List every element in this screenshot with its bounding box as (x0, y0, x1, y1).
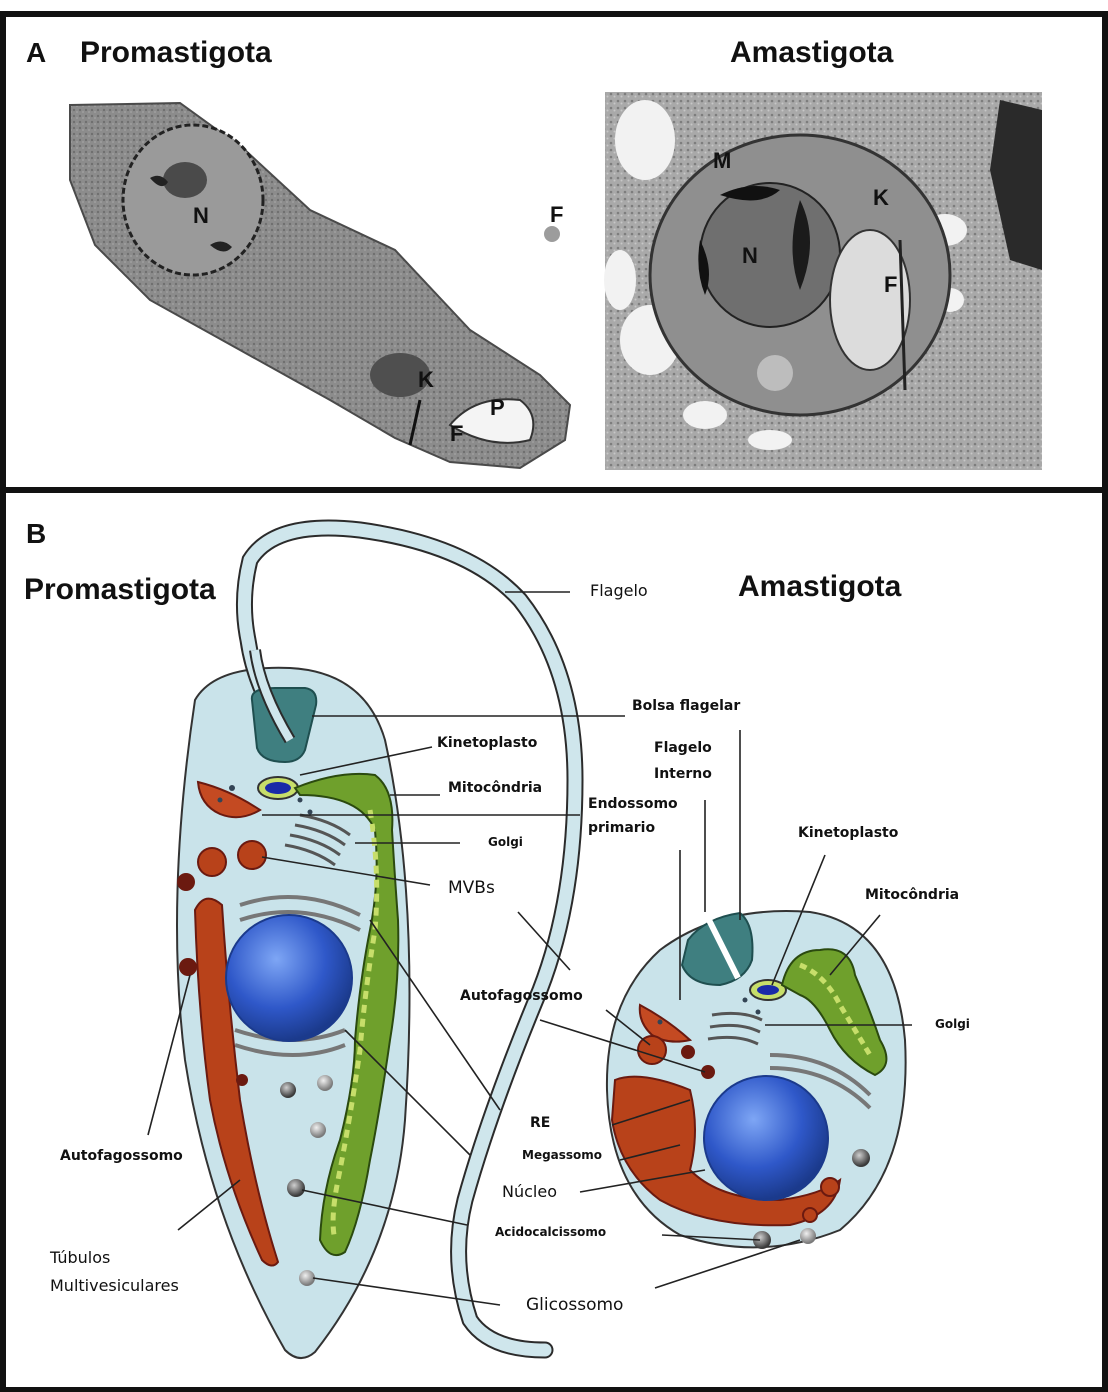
label-megassomo: Megassomo (522, 1148, 602, 1163)
label-mitocondria-amastigota: Mitocôndria (865, 887, 959, 905)
panel-a-letter: A (26, 37, 46, 69)
label-kinetoplasto-promastigota: Kinetoplasto (437, 735, 537, 753)
em-label-k: K (418, 367, 434, 393)
em-label-m: M (713, 148, 731, 174)
label-autofagossomo-center: Autofagossomo (460, 988, 583, 1006)
panel-a-title-amastigota: Amastigota (730, 36, 893, 70)
em-label-n-ama: N (742, 243, 758, 269)
label-endossomo-2: primario (588, 820, 655, 838)
label-acidocalcissomo: Acidocalcissomo (495, 1225, 606, 1240)
label-flagelo-interno-1: Flagelo (654, 740, 712, 758)
label-endossomo-1: Endossomo (588, 796, 678, 814)
panel-b-title-amastigota: Amastigota (738, 570, 901, 604)
em-label-f-ama: F (884, 272, 897, 298)
label-re: RE (530, 1115, 550, 1133)
em-label-f: F (450, 421, 463, 447)
label-nucleo: Núcleo (502, 1182, 557, 1202)
label-mvbs: MVBs (448, 878, 495, 899)
em-label-k-ama: K (873, 185, 889, 211)
amastigote-diagram (607, 911, 906, 1249)
label-mitocondria-promastigota: Mitocôndria (448, 780, 542, 798)
panel-a-title-promastigota: Promastigota (80, 36, 272, 70)
label-flagelo-interno-2: Interno (654, 766, 712, 784)
label-kinetoplasto-amastigota: Kinetoplasto (798, 825, 898, 843)
panel-b-letter: B (26, 518, 46, 550)
em-amastigote-image (604, 92, 1042, 470)
label-flagelo: Flagelo (590, 581, 648, 601)
label-tubulos-2: Multivesiculares (50, 1276, 179, 1296)
panel-b-title-promastigota: Promastigota (24, 573, 216, 607)
em-label-p: P (490, 395, 505, 421)
label-golgi-amastigota: Golgi (935, 1017, 970, 1032)
label-bolsa-flagelar: Bolsa flagelar (632, 698, 740, 716)
em-label-n: N (193, 203, 209, 229)
label-tubulos-1: Túbulos (50, 1248, 110, 1268)
label-autofagossomo-left: Autofagossomo (60, 1148, 183, 1166)
label-golgi-promastigota: Golgi (488, 835, 523, 850)
label-glicossomo: Glicossomo (526, 1295, 623, 1316)
em-label-f-free: F (550, 202, 563, 228)
